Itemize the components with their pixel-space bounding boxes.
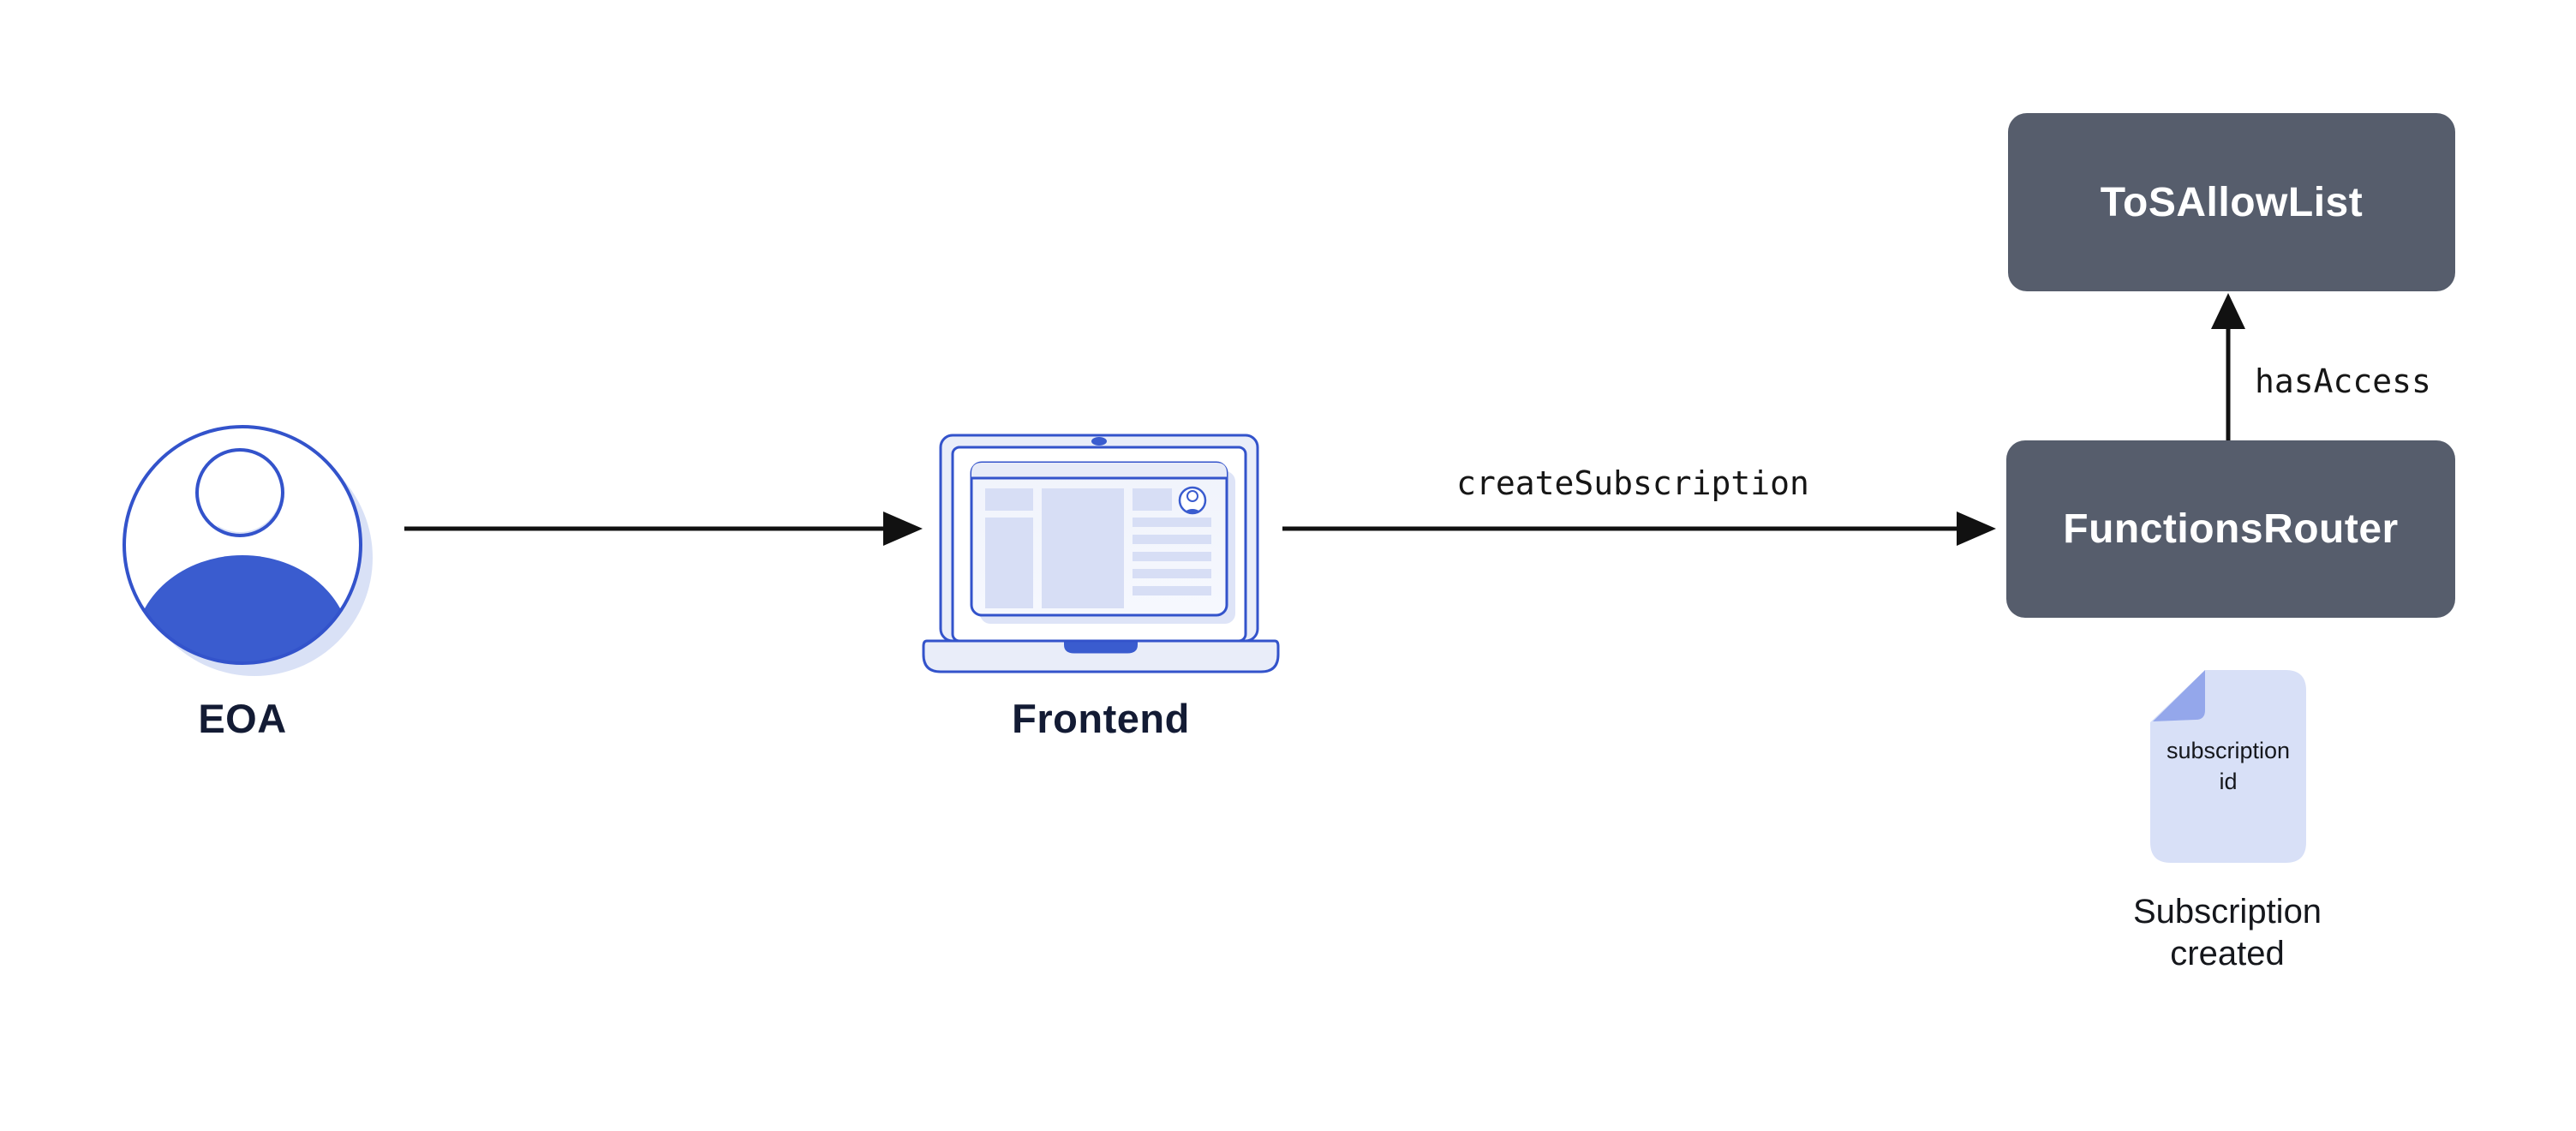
- node-frontend-label: Frontend: [1012, 696, 1190, 741]
- subscription-created-caption: Subscription created: [2132, 893, 2322, 972]
- node-eoa-label: EOA: [198, 696, 287, 741]
- arrow-eoa-to-frontend: [404, 512, 923, 546]
- node-tos-allow-list: ToSAllowList: [2008, 113, 2455, 291]
- arrow-frontend-to-functionsrouter: [1282, 512, 1996, 546]
- user-avatar-icon: [123, 425, 373, 676]
- node-tos-allow-list-label: ToSAllowList: [2100, 179, 2364, 225]
- node-functions-router-label: FunctionsRouter: [2063, 506, 2399, 552]
- node-functions-router: FunctionsRouter: [2006, 440, 2455, 618]
- document-icon: [2150, 670, 2306, 863]
- laptop-icon: [922, 434, 1280, 673]
- arrow-functionsrouter-to-tosallowlist: [2211, 293, 2245, 440]
- edge-label-createSubscription: createSubscription: [1456, 464, 1809, 502]
- edge-label-hasAccess: hasAccess: [2255, 362, 2431, 400]
- document-text: subscription id: [2166, 738, 2291, 795]
